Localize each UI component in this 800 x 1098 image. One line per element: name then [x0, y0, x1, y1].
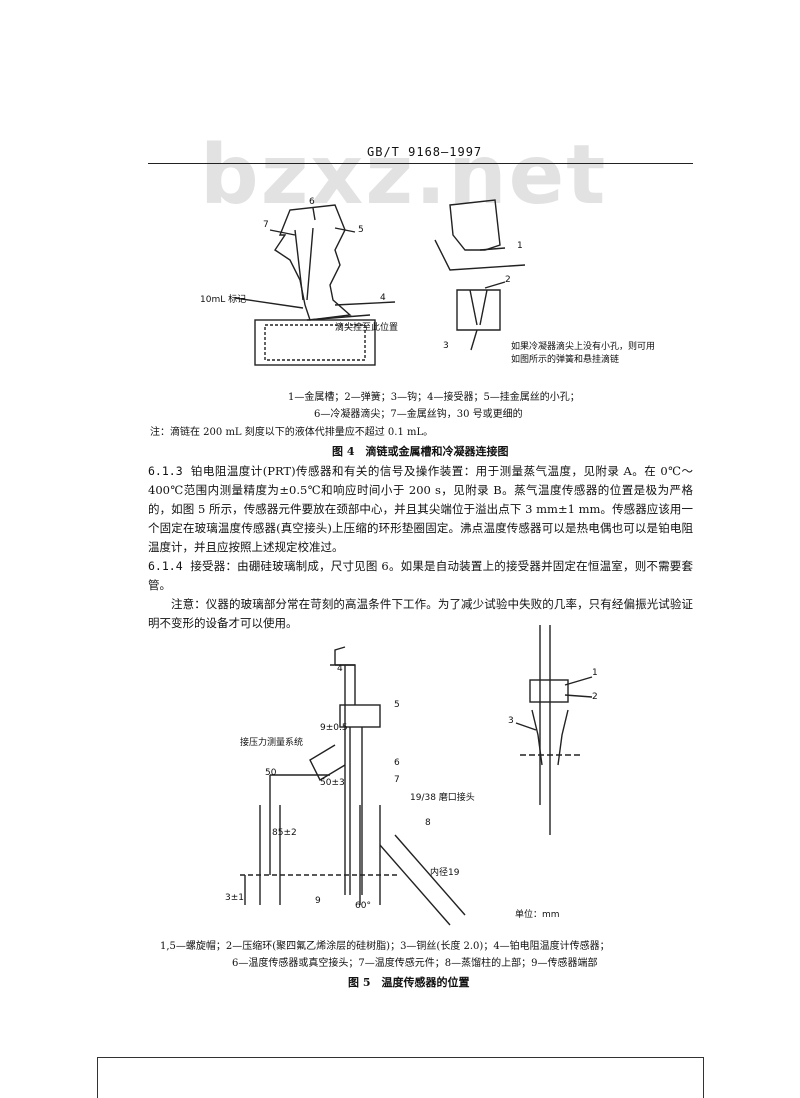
fig5-dim-5: 3±1 [225, 893, 244, 903]
fig5-joint: 19/38 磨口接头 [410, 791, 475, 803]
fig5-legend-2: 6—温度传感器或真空接头；7—温度传感元件；8—蒸馏柱的上部；9—传感器端部 [232, 958, 598, 969]
fig5-label-5: 5 [394, 700, 400, 710]
fig5-dim-2: 50±3 [320, 778, 345, 788]
notice-paragraph: 注意：仪器的玻璃部分常在苛刻的高温条件下工作。为了减少试验中失败的几率，只有经偏… [148, 597, 693, 630]
fig5-caption: 图 5 温度传感器的位置 [348, 976, 470, 989]
section-text: 接受器：由硼硅玻璃制成，尺寸见图 6。如果是自动装置上的接受器并固定在恒温室，则… [148, 559, 694, 592]
section-6-1-4: 6.1.4 接受器：由硼硅玻璃制成，尺寸见图 6。如果是自动装置上的接受器并固定… [148, 557, 693, 595]
fig4-label-tip: 滴尖挂至此位置 [335, 321, 398, 333]
fig5-dim-1: 9±0.5 [320, 723, 348, 733]
fig5-unit: 单位：mm [515, 908, 560, 920]
fig4-right-note-1: 如果冷凝器滴尖上没有小孔，则可用 [511, 340, 655, 352]
fig4-legend-2: 6—冷凝器滴尖；7—金属丝钩，30 号或更细的 [314, 409, 523, 420]
standard-number: GB/T 9168—1997 [367, 145, 483, 159]
fig4-right-label-1: 1 [517, 241, 523, 251]
fig5-legend-1: 1,5—螺旋帽；2—压缩环(聚四氟乙烯涂层的硅树脂)；3—铜丝(长度 2.0)；… [160, 941, 610, 952]
condenser-outline [274, 204, 352, 321]
fig5-angle: 60° [355, 901, 371, 911]
fig4-right-label-3: 3 [443, 341, 449, 351]
section-number: 6.1.3 [148, 464, 183, 478]
fig5-dia: 内径19 [430, 866, 460, 878]
fig4-caption: 图 4 滴链或金属槽和冷凝器连接图 [332, 445, 509, 458]
body-text: 6.1.3 铂电阻温度计(PRT)传感器和有关的信号及操作装置：用于测量蒸气温度… [148, 462, 693, 633]
figure-4-drawing: 7 6 5 4 10mL 标记 滴尖挂至此位置 1 2 3 如果冷凝器滴尖上没有… [200, 197, 655, 366]
page-footer-box [97, 1057, 704, 1098]
fig5-label-3: 3 [508, 716, 514, 726]
fig5-label-2: 2 [592, 692, 598, 702]
watermark: bzxz.net [200, 128, 608, 223]
fig5-label-4: 4 [337, 664, 343, 674]
fig5-dim-3: 50 [265, 768, 277, 778]
section-number: 6.1.4 [148, 559, 183, 573]
fig4-label-7: 7 [263, 220, 269, 230]
fig5-label-8: 8 [425, 818, 431, 828]
section-6-1-3: 6.1.3 铂电阻温度计(PRT)传感器和有关的信号及操作装置：用于测量蒸气温度… [148, 462, 693, 557]
fig4-label-mark: 10mL 标记 [200, 293, 246, 305]
fig4-label-6: 6 [309, 197, 315, 207]
fig4-right-note-2: 如图所示的弹簧和悬挂滴链 [511, 353, 619, 365]
fig5-label-9: 9 [315, 896, 321, 906]
fig4-note: 注：滴链在 200 mL 刻度以下的液体代排量应不超过 0.1 mL。 [150, 427, 434, 438]
fig4-label-5: 5 [358, 225, 364, 235]
fig4-right-label-2: 2 [505, 275, 511, 285]
fig5-label-1: 1 [592, 668, 598, 678]
fig5-pressure: 接压力测量系统 [240, 736, 303, 748]
fig4-legend-1: 1—金属槽；2—弹簧；3—钩；4—接受器；5—挂金属丝的小孔； [288, 392, 580, 403]
section-text: 铂电阻温度计(PRT)传感器和有关的信号及操作装置：用于测量蒸气温度，见附录 A… [148, 464, 693, 554]
fig5-dim-4: 85±2 [272, 828, 297, 838]
fig4-label-4: 4 [380, 293, 386, 303]
fig5-label-7: 7 [394, 775, 400, 785]
header-rule [148, 163, 693, 164]
figure-5-drawing: 4 5 6 7 8 9 1 2 3 接压力测量系统 9±0.5 50±3 50 … [225, 625, 598, 926]
fig5-label-6: 6 [394, 758, 400, 768]
